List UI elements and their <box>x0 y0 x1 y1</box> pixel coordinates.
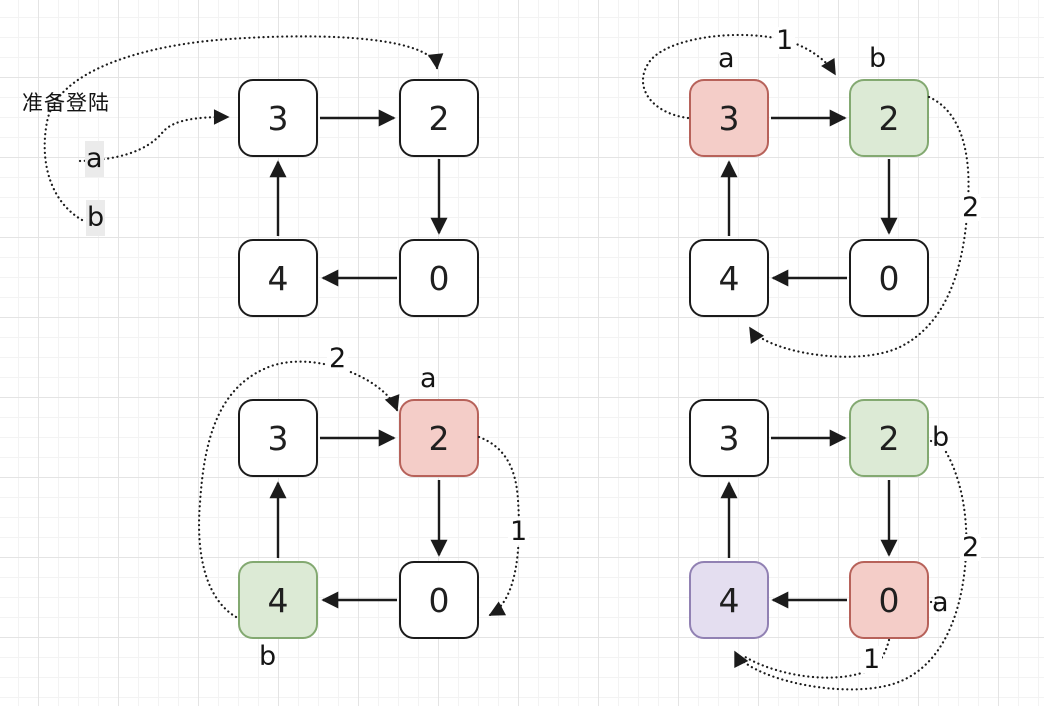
d4-node-0[interactable]: 0 <box>849 561 929 639</box>
d2-step-label-2[interactable]: 2 <box>960 192 982 223</box>
d4-pointer-label-b[interactable]: b <box>932 422 950 453</box>
d3-node-2[interactable]: 2 <box>399 399 479 477</box>
d3-node-0[interactable]: 0 <box>399 561 479 639</box>
d4-node-2[interactable]: 2 <box>849 399 929 477</box>
d2-step-label-1[interactable]: 1 <box>774 25 796 56</box>
d1-node-0[interactable]: 0 <box>399 239 479 317</box>
d1-pointer-arrow-a[interactable] <box>78 109 230 163</box>
d4-node-4[interactable]: 4 <box>689 561 769 639</box>
d3-step-arrow-1[interactable] <box>477 435 521 617</box>
d2-step-arrow-2[interactable] <box>748 95 970 358</box>
d1-pointer-label-a[interactable]: a <box>85 141 104 177</box>
d3-node-4[interactable]: 4 <box>238 561 318 639</box>
d2-pointer-label-b[interactable]: b <box>869 43 887 74</box>
d1-pointer-arrow-b[interactable] <box>43 35 444 222</box>
d2-node-2[interactable]: 2 <box>849 79 929 157</box>
d4-node-3[interactable]: 3 <box>689 399 769 477</box>
d1-node-4[interactable]: 4 <box>238 239 318 317</box>
annotation-text[interactable]: 准备登陆 <box>22 91 110 115</box>
d4-step-arrow-2[interactable] <box>733 450 968 691</box>
d2-step-arrow-1[interactable] <box>641 33 837 120</box>
d3-pointer-label-b[interactable]: b <box>259 641 277 672</box>
d3-step-label-1[interactable]: 1 <box>508 516 530 547</box>
d4-step-label-1[interactable]: 1 <box>861 644 883 675</box>
d4-step-label-2[interactable]: 2 <box>960 532 982 563</box>
d3-step-label-2[interactable]: 2 <box>327 343 349 374</box>
d3-step-arrow-2[interactable] <box>197 360 400 619</box>
d2-node-0[interactable]: 0 <box>849 239 929 317</box>
d3-pointer-label-a[interactable]: a <box>420 363 437 394</box>
d4-pointer-tick-b[interactable] <box>929 439 943 447</box>
d2-node-4[interactable]: 4 <box>689 239 769 317</box>
d3-node-3[interactable]: 3 <box>238 399 318 477</box>
d2-pointer-label-a[interactable]: a <box>718 43 735 74</box>
d2-node-3[interactable]: 3 <box>689 79 769 157</box>
d1-pointer-label-b[interactable]: b <box>86 200 106 236</box>
d1-node-2[interactable]: 2 <box>399 79 479 157</box>
d4-pointer-label-a[interactable]: a <box>932 587 949 618</box>
d4-pointer-tick-a[interactable] <box>929 600 941 605</box>
d1-node-3[interactable]: 3 <box>238 79 318 157</box>
